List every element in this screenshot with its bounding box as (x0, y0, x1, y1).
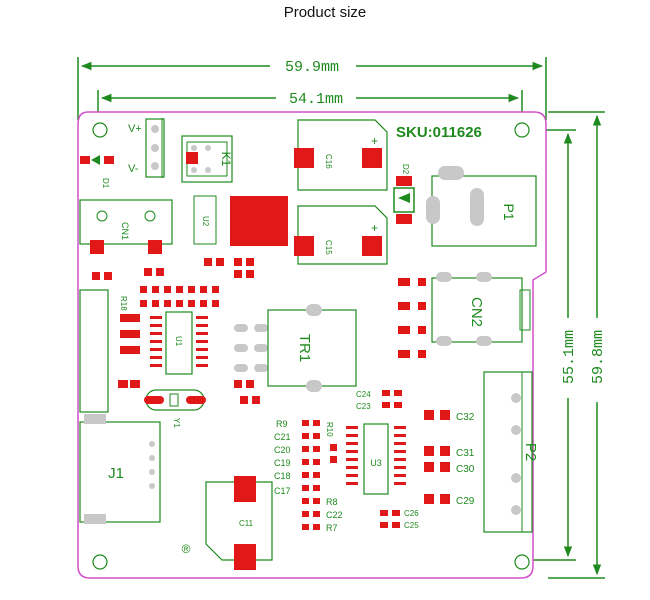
c16-label: C16 (324, 154, 333, 169)
vplus-label: V+ (128, 123, 142, 135)
c30-label: C30 (456, 464, 475, 475)
connector-cn1 (79, 199, 173, 254)
c17-label: C17 (274, 486, 291, 496)
d1-label: D1 (101, 178, 110, 189)
page-title: Product size (283, 4, 367, 21)
board-outline (77, 111, 547, 579)
r9-label: R9 (276, 419, 288, 429)
registered-mark: ® (182, 542, 191, 556)
u1-label: U1 (174, 336, 183, 347)
ic-u3 (346, 423, 406, 495)
c20-label: C20 (274, 445, 291, 455)
dim-top-outer: 59.9mm (285, 59, 339, 76)
relay-k1 (181, 135, 233, 183)
c26-label: C26 (404, 509, 419, 518)
cn2-label: CN2 (468, 297, 485, 327)
c16-plus: + (371, 134, 378, 148)
cn1-label: CN1 (120, 222, 130, 240)
diode-d2 (393, 176, 415, 224)
tr1-label: TR1 (296, 334, 313, 362)
c18-label: C18 (274, 471, 291, 481)
c23-label: C23 (356, 402, 371, 411)
sku-label: SKU:011626 (396, 124, 482, 141)
side-connector (79, 289, 140, 413)
passive-column-right (424, 410, 450, 504)
c32-label: C32 (456, 412, 475, 423)
r10-label: R10 (325, 422, 334, 437)
c25-label: C25 (404, 521, 419, 530)
r7-label: R7 (326, 523, 338, 533)
c21-label: C21 (274, 432, 291, 442)
transformer-tr1 (267, 304, 357, 392)
r8-label: R8 (326, 497, 338, 507)
terminal-p2 (483, 371, 533, 533)
power-header (145, 118, 165, 178)
dim-top-inner: 54.1mm (289, 91, 343, 108)
connector-j1 (79, 414, 161, 524)
r18-label: R18 (119, 296, 128, 311)
c11-label: C11 (239, 519, 254, 528)
capacitor-c15 (294, 205, 388, 265)
dim-right-outer: 59.8mm (590, 330, 607, 384)
passive-column-left (302, 420, 337, 530)
diode-d1 (80, 155, 114, 165)
vminus-label: V- (128, 163, 139, 175)
connector-cn2 (398, 272, 531, 358)
cap-c26-c25 (380, 510, 400, 528)
p2-label: P2 (522, 443, 539, 461)
j1-label: J1 (108, 465, 124, 482)
regulator-u2 (193, 195, 288, 246)
dim-right-inner: 55.1mm (561, 330, 578, 384)
d2-label: D2 (401, 164, 410, 175)
capacitor-c16 (294, 119, 388, 191)
u3-label: U3 (370, 458, 382, 468)
c15-plus: + (371, 221, 378, 235)
k1-label: K1 (219, 152, 233, 167)
smd-pads-mid (234, 380, 260, 404)
c31-label: C31 (456, 448, 475, 459)
c24-label: C24 (356, 390, 371, 399)
power-jack-p1 (426, 166, 537, 247)
y1-label: Y1 (172, 418, 181, 428)
cap-c24-c23 (382, 390, 402, 408)
p1-label: P1 (501, 203, 517, 220)
u2-label: U2 (201, 216, 210, 227)
ic-u1 (150, 311, 208, 375)
c19-label: C19 (274, 458, 291, 468)
via-column (234, 324, 268, 372)
crystal-y1 (144, 389, 206, 411)
c15-label: C15 (324, 240, 333, 255)
c29-label: C29 (456, 496, 475, 507)
mount-holes (92, 122, 530, 570)
smd-pads-row (92, 258, 254, 280)
resistor-array-r18 (140, 286, 219, 307)
capacitor-c11 (205, 476, 273, 570)
c22-label: C22 (326, 510, 343, 520)
